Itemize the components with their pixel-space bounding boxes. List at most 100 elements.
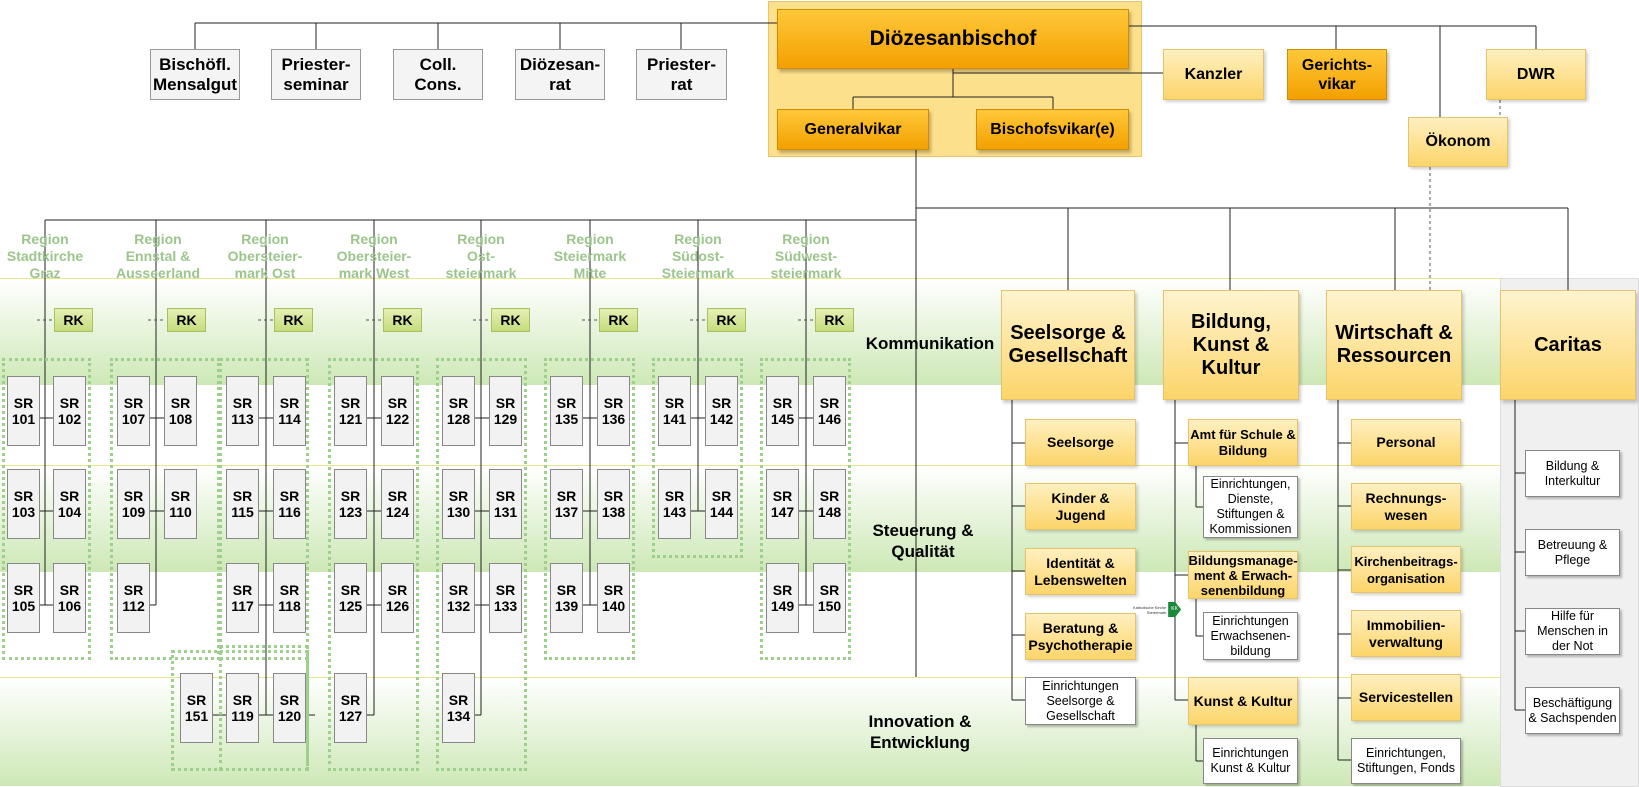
sr-box[interactable]: SR 138 [597,469,630,539]
sr-box[interactable]: SR 130 [442,469,475,539]
sr-box[interactable]: SR 105 [7,563,40,633]
sr-box[interactable]: SR 129 [489,376,522,446]
caritas-unit-box[interactable]: Betreuung & Pflege [1525,529,1620,576]
rk-box[interactable]: RK [815,308,854,332]
council-box[interactable]: Coll. Cons. [393,49,483,100]
sr-box[interactable]: SR 132 [442,563,475,633]
bishop-box[interactable]: Diözesanbischof [777,9,1129,69]
bildung-einrichtungen-box[interactable]: Einrichtungen Erwachsenen- bildung [1203,612,1298,660]
sr-box[interactable]: SR 102 [53,376,86,446]
sr-box[interactable]: SR 135 [550,376,583,446]
sr-box[interactable]: SR 151 [180,673,213,743]
bildung-einrichtungen-box[interactable]: Einrichtungen, Dienste, Stiftungen & Kom… [1203,476,1298,538]
caritas-unit-box[interactable]: Bildung & Interkultur [1525,450,1620,497]
sr-box[interactable]: SR 123 [334,469,367,539]
wirtschaft-unit-box[interactable]: Personal [1351,419,1461,466]
sr-box[interactable]: SR 107 [117,376,150,446]
sr-box[interactable]: SR 114 [273,376,306,446]
sr-box[interactable]: SR 104 [53,469,86,539]
seelsorge-unit-box[interactable]: Beratung & Psychotherapie [1025,613,1136,660]
oekonom-box[interactable]: Ökonom [1408,117,1508,167]
sr-box[interactable]: SR 113 [226,376,259,446]
sr-box[interactable]: SR 120 [273,673,306,743]
rk-box[interactable]: RK [54,308,93,332]
sr-box[interactable]: SR 142 [705,376,738,446]
sr-box[interactable]: SR 112 [117,563,150,633]
wirtschaft-unit-box[interactable]: Kirchenbeitrags- organisation [1351,546,1461,593]
rk-box[interactable]: RK [167,308,206,332]
council-box[interactable]: Bischöfl. Mensalgut [150,49,240,100]
sr-box[interactable]: SR 131 [489,469,522,539]
sr-box[interactable]: SR 121 [334,376,367,446]
sr-box[interactable]: SR 117 [226,563,259,633]
rk-box[interactable]: RK [707,308,746,332]
sr-box[interactable]: SR 122 [381,376,414,446]
sr-box[interactable]: SR 101 [7,376,40,446]
sr-box[interactable]: SR 109 [117,469,150,539]
seelsorge-unit-box[interactable]: Seelsorge [1025,419,1136,466]
sr-box[interactable]: SR 103 [7,469,40,539]
bildung-unit-box[interactable]: Amt für Schule & Bildung [1188,419,1298,466]
region-frame [219,358,309,660]
sr-box[interactable]: SR 108 [164,376,197,446]
rk-box[interactable]: RK [599,308,638,332]
sr-box[interactable]: SR 133 [489,563,522,633]
wirtschaft-unit-box[interactable]: Servicestellen [1351,674,1461,721]
gerichtsvikar-box[interactable]: Gerichts- vikar [1287,49,1387,100]
wirtschaft-unit-box[interactable]: Immobilien- verwaltung [1351,610,1461,657]
generalvikar-box[interactable]: Generalvikar [777,109,929,150]
sr-box[interactable]: SR 141 [658,376,691,446]
seelsorge-division-box[interactable]: Seelsorge & Gesellschaft [1001,290,1135,400]
sr-box[interactable]: SR 146 [813,376,846,446]
sr-box[interactable]: SR 136 [597,376,630,446]
seelsorge-unit-box[interactable]: Identität & Lebenswelten [1025,548,1136,595]
sr-box[interactable]: SR 127 [334,673,367,743]
sr-box[interactable]: SR 128 [442,376,475,446]
wirtschaft-unit-box[interactable]: Rechnungs- wesen [1351,483,1461,530]
church-logo-mark: KK [1168,602,1182,617]
sr-box[interactable]: SR 144 [705,469,738,539]
sr-box[interactable]: SR 110 [164,469,197,539]
sr-box[interactable]: SR 115 [226,469,259,539]
caritas-unit-box[interactable]: Hilfe für Menschen in der Not [1525,608,1620,655]
sr-box[interactable]: SR 148 [813,469,846,539]
region-label: Region Ennstal & Ausseerland [115,231,201,281]
sr-box[interactable]: SR 106 [53,563,86,633]
dwr-box[interactable]: DWR [1486,49,1586,100]
sr-box[interactable]: SR 124 [381,469,414,539]
caritas-unit-box[interactable]: Beschäftigung & Sachspenden [1525,687,1620,734]
seelsorge-einrichtungen-box[interactable]: Einrichtungen Seelsorge & Gesellschaft [1025,677,1136,725]
sr-box[interactable]: SR 118 [273,563,306,633]
sr-box[interactable]: SR 119 [226,673,259,743]
council-box[interactable]: Priester- rat [636,49,727,100]
rk-box[interactable]: RK [274,308,313,332]
sr-box[interactable]: SR 150 [813,563,846,633]
seelsorge-unit-box[interactable]: Kinder & Jugend [1025,483,1136,530]
council-box[interactable]: Diözesan- rat [515,49,605,100]
rk-box[interactable]: RK [383,308,422,332]
rk-box[interactable]: RK [491,308,530,332]
sr-box[interactable]: SR 140 [597,563,630,633]
bildung-division-box[interactable]: Bildung, Kunst & Kultur [1163,290,1299,400]
bildung-einrichtungen-box[interactable]: Einrichtungen Kunst & Kultur [1203,738,1298,784]
sr-box[interactable]: SR 116 [273,469,306,539]
caritas-division-box[interactable]: Caritas [1500,290,1636,400]
church-logo: Katholische Kirche Steiermark KK [1133,602,1182,617]
sr-box[interactable]: SR 125 [334,563,367,633]
wirtschaft-division-box[interactable]: Wirtschaft & Ressourcen [1326,290,1462,400]
sr-box[interactable]: SR 145 [766,376,799,446]
sr-box[interactable]: SR 126 [381,563,414,633]
wirtschaft-einrichtungen-box[interactable]: Einrichtungen, Stiftungen, Fonds [1351,738,1461,784]
bischofsvikar-box[interactable]: Bischofsvikar(e) [976,109,1129,150]
kanzler-box[interactable]: Kanzler [1163,49,1264,100]
sr-box[interactable]: SR 147 [766,469,799,539]
council-box[interactable]: Priester- seminar [271,49,361,100]
bildung-unit-box[interactable]: Bildungsmanage- ment & Erwach- senenbild… [1188,551,1298,599]
sr-box[interactable]: SR 149 [766,563,799,633]
sr-box[interactable]: SR 139 [550,563,583,633]
bildung-unit-box[interactable]: Kunst & Kultur [1188,677,1298,725]
sr-box[interactable]: SR 137 [550,469,583,539]
sr-box[interactable]: SR 143 [658,469,691,539]
sr-box[interactable]: SR 134 [442,673,475,743]
